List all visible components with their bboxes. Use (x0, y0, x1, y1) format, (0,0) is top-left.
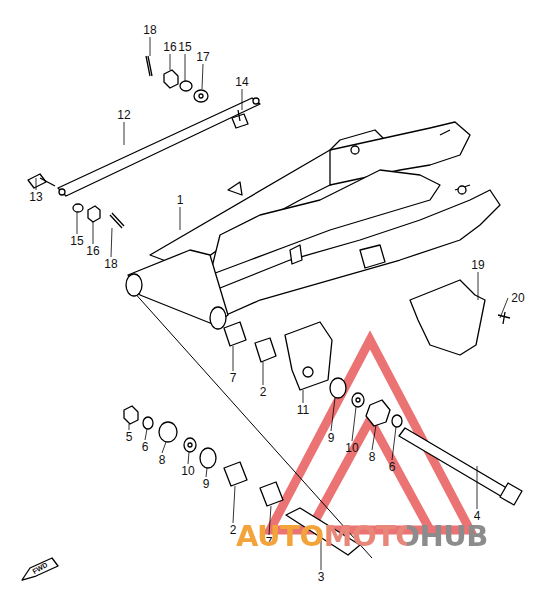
callout-number: 1 (177, 194, 184, 206)
callout-number: 14 (235, 76, 248, 88)
callout-number: 8 (369, 451, 376, 463)
callout-number: 11 (297, 404, 309, 416)
callout-number: 10 (345, 442, 358, 454)
callout-number: 12 (117, 109, 130, 121)
callout-number: 17 (196, 51, 209, 63)
callout-number: 7 (230, 372, 237, 384)
callout-number: 4 (474, 510, 481, 522)
callout-number: 20 (511, 292, 524, 304)
callout-number: 2 (260, 386, 267, 398)
callout-number: 5 (126, 431, 133, 443)
callout-number: 6 (142, 441, 149, 453)
callout-number: 19 (471, 259, 484, 271)
callout-number: 16 (163, 41, 176, 53)
callout-number: 10 (181, 465, 194, 477)
callout-number: 18 (104, 258, 117, 270)
leader-lines (36, 37, 508, 570)
callout-number: 13 (29, 191, 42, 203)
callout-number: 18 (143, 24, 156, 36)
callout-number: 6 (389, 461, 396, 473)
callout-number: 3 (318, 571, 325, 583)
callout-number: 9 (203, 478, 210, 490)
callout-number: 15 (178, 41, 191, 53)
watermark: AUTOMOTOHUB (236, 522, 488, 551)
callout-number: 15 (70, 235, 83, 247)
callout-number: 16 (86, 245, 99, 257)
callout-number: 9 (328, 432, 335, 444)
callout-number: 8 (159, 454, 166, 466)
